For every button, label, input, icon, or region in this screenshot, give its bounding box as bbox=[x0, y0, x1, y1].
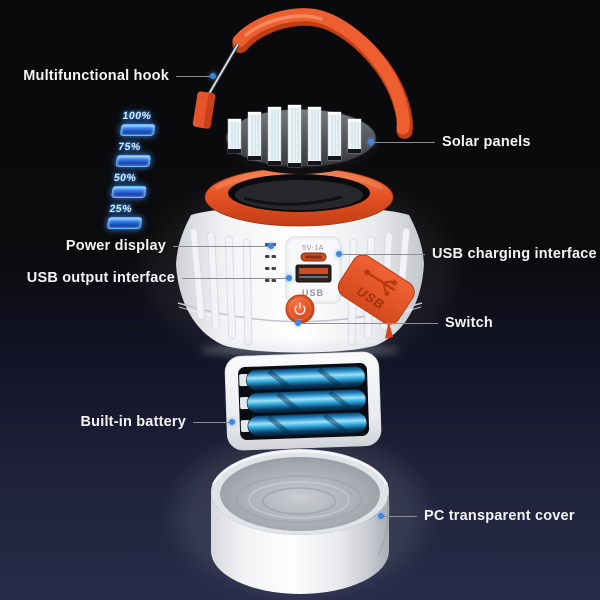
usb-panel-rating: 5V-1A bbox=[302, 245, 324, 252]
callout-switch: Switch bbox=[295, 315, 493, 331]
callout-solar-label: Solar panels bbox=[442, 134, 531, 150]
callout-solar: Solar panels bbox=[368, 134, 531, 150]
pc-cover-cavity bbox=[220, 457, 380, 531]
leader-line bbox=[193, 421, 229, 423]
battery-pack bbox=[224, 351, 382, 451]
pc-cover-wall bbox=[211, 492, 389, 594]
callout-usb-output-label: USB output interface bbox=[26, 270, 175, 286]
battery-level-bar bbox=[111, 186, 147, 198]
callout-usb-charging: USB charging interface bbox=[336, 246, 597, 262]
callout-switch-label: Switch bbox=[445, 315, 493, 331]
battery-level-label: 50% bbox=[113, 172, 138, 184]
callout-battery: Built-in battery bbox=[80, 414, 235, 430]
callout-dot bbox=[268, 243, 274, 249]
battery-level-bar bbox=[119, 124, 156, 136]
leader-line bbox=[176, 75, 210, 77]
callout-power-display: Power display bbox=[66, 238, 274, 254]
usb-port-label: USB bbox=[302, 288, 324, 298]
pc-cover bbox=[211, 449, 390, 594]
leader-line bbox=[384, 515, 417, 517]
leader-line bbox=[374, 141, 435, 143]
callout-dot bbox=[336, 251, 342, 257]
micro-usb-port bbox=[300, 252, 327, 262]
battery-level-bar bbox=[115, 155, 152, 167]
leader-line bbox=[342, 253, 425, 255]
usb-panel: 5V-1A USB bbox=[285, 236, 342, 304]
callout-dot bbox=[286, 275, 292, 281]
handle bbox=[192, 8, 413, 139]
battery-level-25: 25% bbox=[105, 203, 145, 229]
callout-pc-cover: PC transparent cover bbox=[378, 508, 575, 524]
battery-level-label: 100% bbox=[121, 110, 153, 122]
solar-cells bbox=[227, 104, 362, 168]
callout-usb-charging-label: USB charging interface bbox=[432, 246, 597, 262]
solar-panel-assembly bbox=[223, 104, 379, 174]
battery-level-label: 25% bbox=[108, 203, 133, 215]
callout-hook-label: Multifunctional hook bbox=[23, 68, 169, 84]
callout-dot bbox=[295, 320, 301, 326]
top-ring bbox=[204, 167, 394, 227]
battery-level-100: 100% bbox=[118, 110, 158, 136]
usb-icon bbox=[364, 269, 398, 296]
leader-line bbox=[301, 322, 438, 324]
callout-hook: Multifunctional hook bbox=[23, 68, 216, 84]
callout-dot bbox=[378, 513, 384, 519]
callout-pc-cover-label: PC transparent cover bbox=[424, 508, 575, 524]
hook-tab bbox=[192, 91, 216, 129]
leader-line bbox=[182, 277, 286, 279]
leader-line bbox=[173, 245, 268, 247]
battery-level-bar bbox=[106, 217, 143, 229]
batteries bbox=[239, 365, 368, 437]
callout-dot bbox=[368, 139, 374, 145]
callout-dot bbox=[229, 419, 235, 425]
power-button bbox=[285, 294, 315, 324]
battery-level-label: 75% bbox=[117, 141, 142, 153]
callout-power-display-label: Power display bbox=[65, 238, 166, 254]
battery-level-75: 75% bbox=[113, 141, 153, 167]
callout-usb-output: USB output interface bbox=[27, 270, 292, 286]
callout-dot bbox=[210, 73, 216, 79]
battery-level-50: 50% bbox=[109, 172, 149, 198]
callout-battery-label: Built-in battery bbox=[80, 414, 186, 430]
usb-a-port bbox=[295, 264, 332, 283]
power-icon bbox=[294, 302, 306, 315]
